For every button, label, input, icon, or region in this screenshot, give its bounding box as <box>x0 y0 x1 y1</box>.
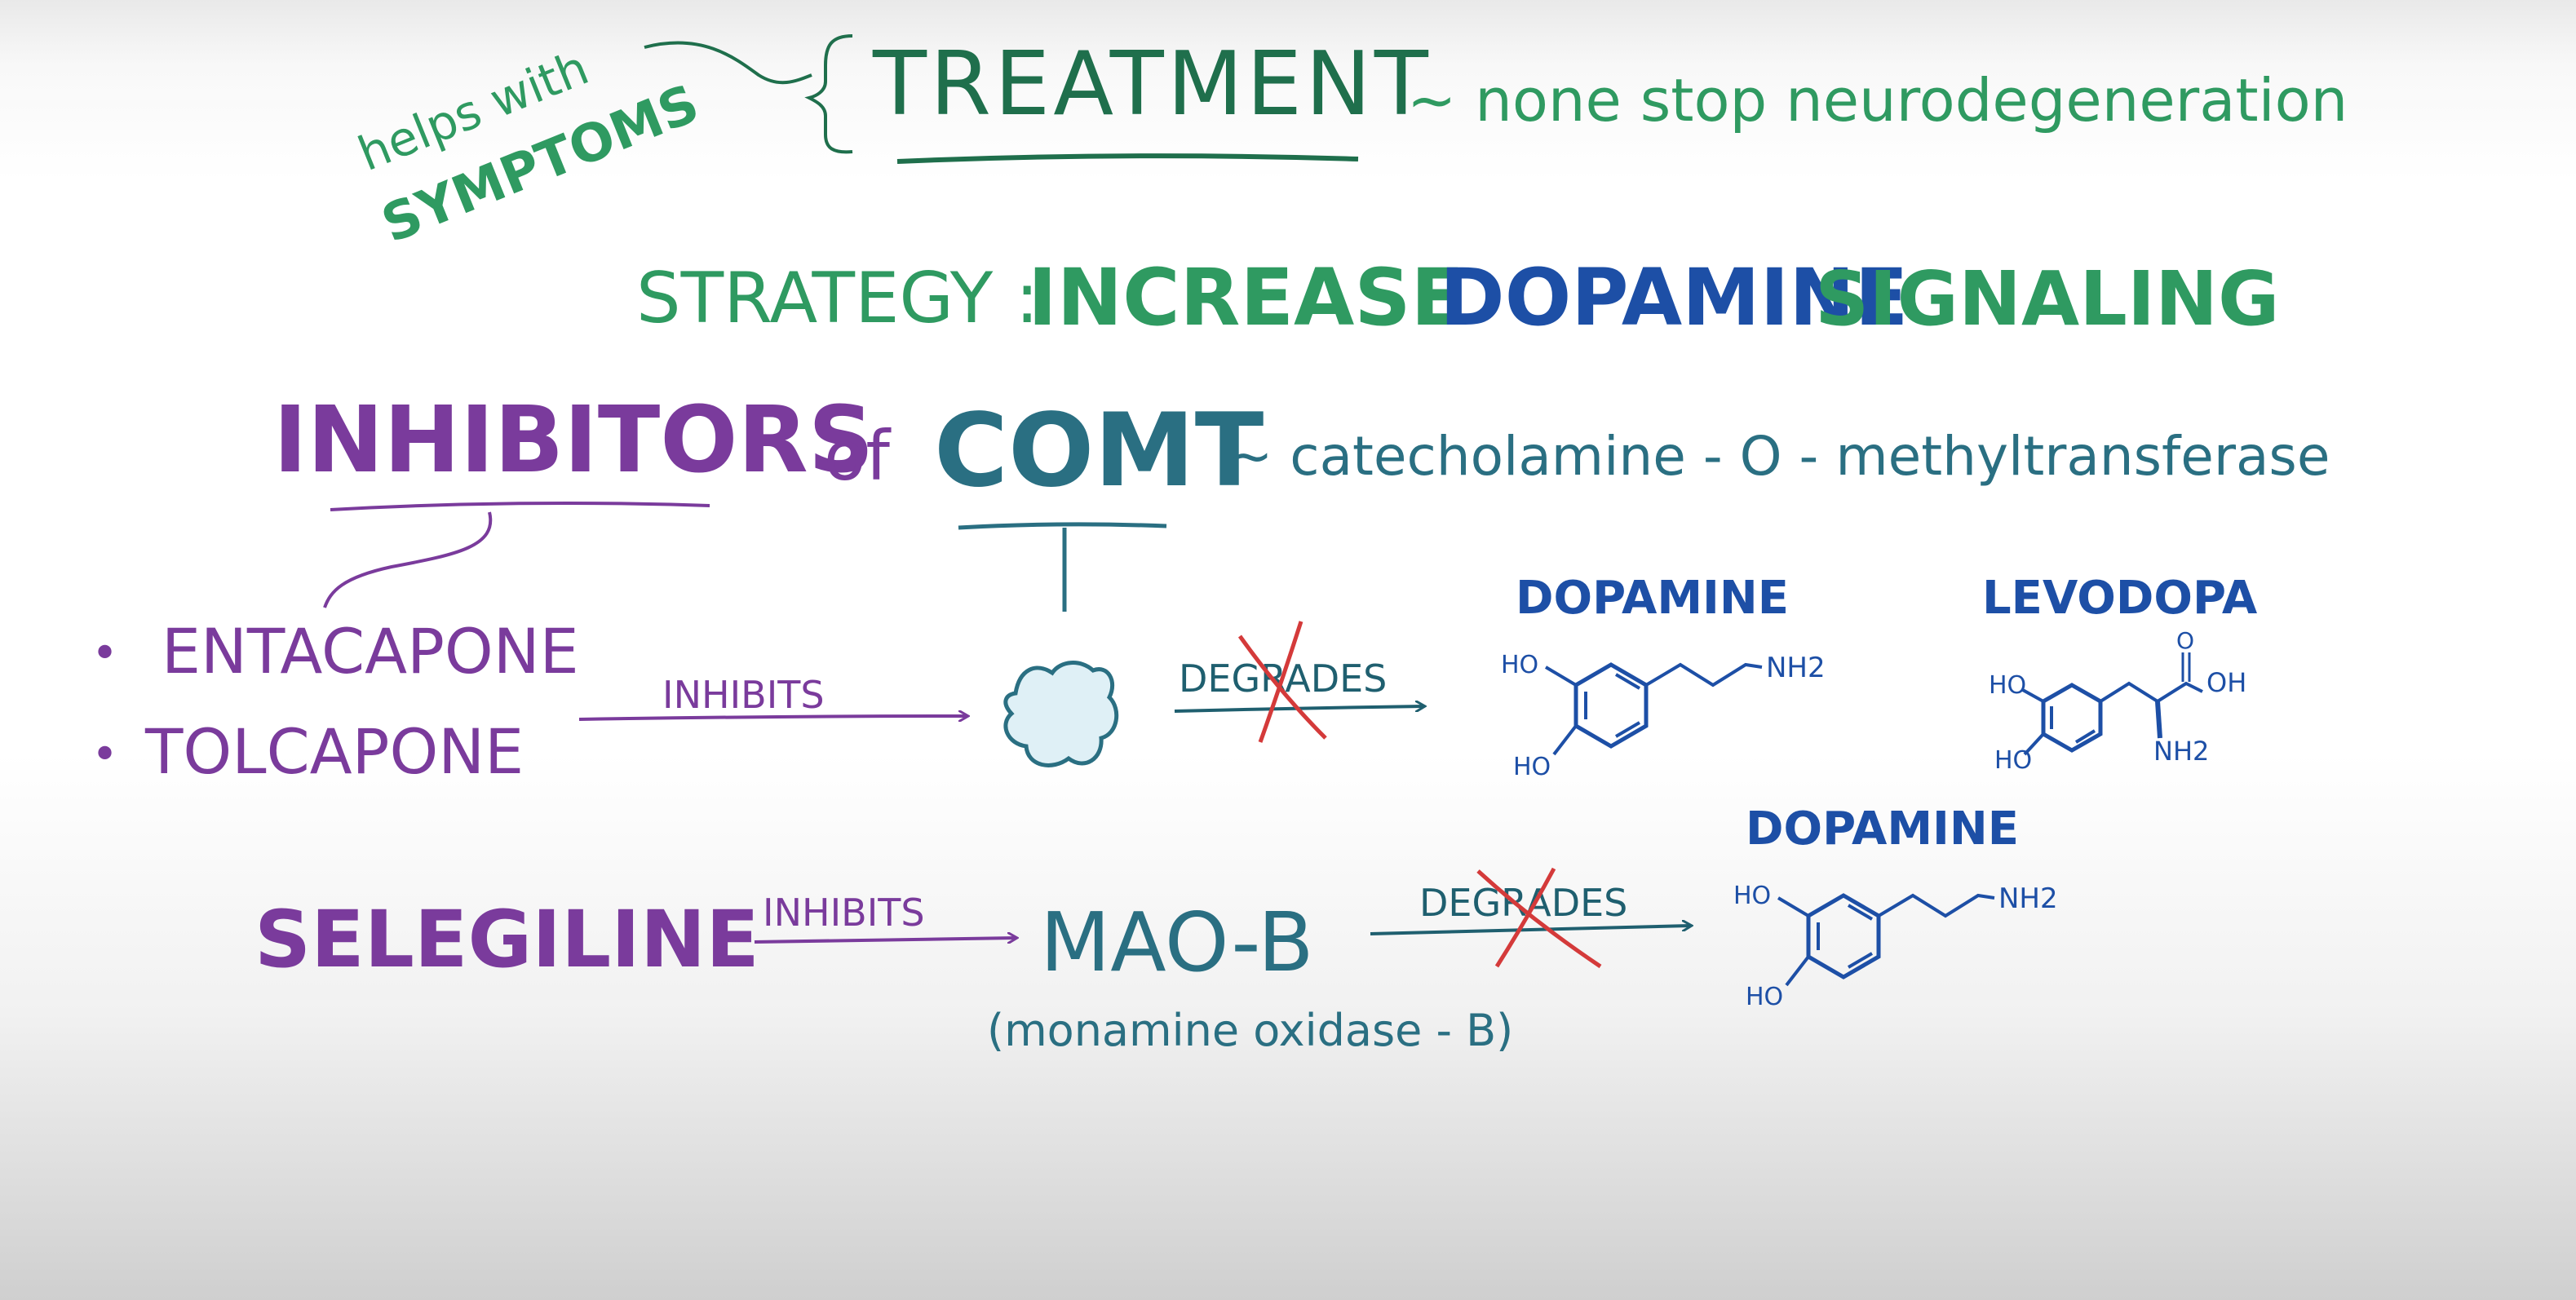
increase-word: INCREASE <box>1028 252 1464 343</box>
levodopa-title: LEVODOPA <box>1982 572 2258 625</box>
nh2-label: NH2 <box>1766 652 1826 684</box>
side-chain <box>1644 662 1763 688</box>
hydroxyl-bond-2 <box>1785 955 1810 987</box>
nh2-label: NH2 <box>2153 736 2209 767</box>
comt-section: INHIBITORS of COMT ~ catecholamine - O -… <box>91 387 2330 788</box>
dopamine-structure-top: DOPAMINE HO HO NH2 <box>1501 572 1826 781</box>
comt-degrades-arrow <box>1174 706 1423 713</box>
treatment-title: TREATMENT <box>872 33 1432 135</box>
bullet-tolcapone: • <box>91 728 118 781</box>
maob-degrades-cross <box>1476 867 1602 969</box>
aromatic-bond <box>2074 729 2096 744</box>
maob-inhibits-label: INHIBITS <box>763 891 925 935</box>
ho-label-2: HO <box>1746 983 1783 1011</box>
side-chain <box>1877 893 1995 918</box>
dopamine-word: DOPAMINE <box>1440 252 1908 343</box>
o-label: O <box>2176 627 2194 654</box>
comt-full-name: ~ catecholamine - O - methyltransferase <box>1228 425 2330 488</box>
of-word: of <box>824 416 892 496</box>
aromatic-bond <box>1847 952 1874 969</box>
ho-label-2: HO <box>1513 753 1551 781</box>
strategy-line: STRATEGY : INCREASE DOPAMINE SIGNALING <box>636 252 2280 343</box>
aromatic-bond <box>1614 673 1641 690</box>
hydroxyl-bond-1 <box>2021 688 2044 703</box>
header-section: helps with SYMPTOMS TREATMENT ~ none sto… <box>351 33 2348 255</box>
ho-label-1: HO <box>1501 651 1538 679</box>
signaling-word: SIGNALING <box>1815 255 2280 343</box>
selegiline-drug: SELEGILINE <box>255 894 759 985</box>
levodopa-structure: LEVODOPA O OH HO HO NH2 <box>1982 572 2258 775</box>
comt-heading: COMT <box>934 392 1264 510</box>
carbonyl-bond <box>2181 652 2191 682</box>
dopamine-structure-bottom: DOPAMINE HO HO NH2 <box>1733 803 2058 1011</box>
comt-inhibition-tbar <box>958 522 1167 612</box>
drug-entacapone: ENTACAPONE <box>162 615 579 688</box>
inhibitors-heading: INHIBITORS <box>273 387 874 493</box>
hydroxyl-bond-2 <box>1552 724 1578 756</box>
treatment-underline <box>896 153 1359 164</box>
dopamine-title-top: DOPAMINE <box>1516 572 1789 625</box>
maob-section: SELEGILINE INHIBITS MAO-B (monamine oxid… <box>255 867 1690 1056</box>
hydroxyl-bond-2 <box>2023 732 2045 756</box>
inhibitors-connector <box>323 511 493 608</box>
comt-enzyme-blob <box>1003 661 1119 767</box>
maob-degrades-arrow <box>1370 926 1690 935</box>
oh-label: OH <box>2206 667 2246 698</box>
aromatic-bond <box>1847 904 1874 921</box>
nh2-label: NH2 <box>1998 882 2058 915</box>
comt-inhibits-arrow <box>578 716 967 719</box>
side-chain <box>2099 681 2203 704</box>
strategy-label: STRATEGY : <box>636 258 1039 339</box>
bracket <box>804 34 853 154</box>
dopamine-title-bottom: DOPAMINE <box>1746 803 2019 856</box>
maob-degrades-label: DEGRADES <box>1419 881 1627 925</box>
amine-bond <box>2155 701 2162 739</box>
aromatic-bond <box>1614 721 1641 738</box>
ho-label-1: HO <box>1989 671 2026 700</box>
bullet-entacapone: • <box>91 627 118 680</box>
ho-label-1: HO <box>1733 882 1771 910</box>
hydroxyl-bond-1 <box>1544 665 1578 687</box>
maob-heading: MAO-B <box>1040 895 1314 990</box>
hydroxyl-bond-1 <box>1777 896 1810 918</box>
ho-label-2: HO <box>1994 746 2032 775</box>
comt-degrades-cross <box>1237 621 1327 743</box>
maob-inhibits-arrow <box>754 938 1016 942</box>
comt-inhibits-label: INHIBITS <box>662 673 825 717</box>
treatment-subtitle: ~ none stop neurodegeneration <box>1407 66 2348 135</box>
maob-full-name: (monamine oxidase - B) <box>987 1005 1513 1056</box>
note-connector-curve <box>644 41 812 85</box>
drug-tolcapone: TOLCAPONE <box>144 715 524 788</box>
inhibitors-underline <box>330 501 710 511</box>
